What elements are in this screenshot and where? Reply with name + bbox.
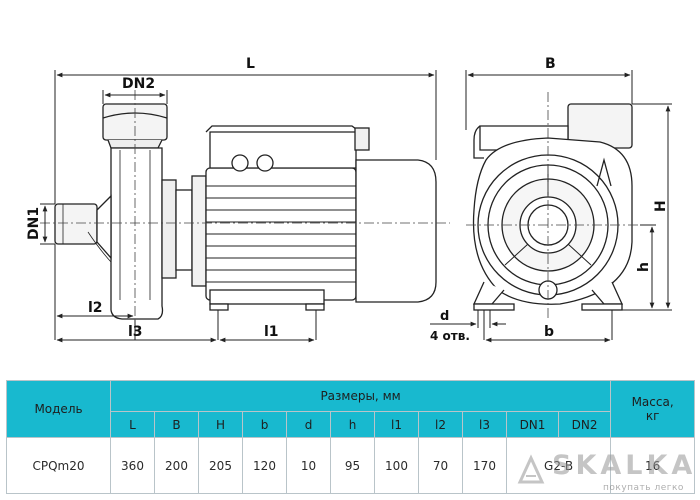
header-mass: Масса, кг [610,380,696,438]
watermark-brand: SKALKA [552,450,697,481]
pump-dimension-drawing: L DN2 DN1 l2 l3 l1 B H h d 4 отв. b [26,56,672,343]
cell-h: 95 [330,437,375,494]
cell-dn: G2-B [505,437,612,494]
subheader-l2: l2 [418,411,463,438]
cell-l1: 100 [374,437,419,494]
dim-B-label: B [545,56,556,72]
dim-L-label: L [246,56,255,72]
header-model: Модель [6,380,111,438]
cell-l2: 70 [418,437,463,494]
table-row: CPQm20 360 200 205 120 10 95 100 70 170 … [6,437,696,494]
specifications-table: Модель Размеры, мм Масса, кг L B H b d h… [6,380,696,494]
cell-l3: 170 [462,437,507,494]
dim-H-label: H [653,200,669,212]
cell-mass: 16 [610,437,696,494]
subheader-DN2: DN2 [557,411,612,438]
dim-l1-label: l1 [264,324,279,340]
cell-L: 360 [110,437,155,494]
cell-b: 120 [242,437,287,494]
cell-d: 10 [286,437,331,494]
skalka-logo-icon [517,454,545,484]
subheader-b: b [242,411,287,438]
cell-H: 205 [198,437,243,494]
centerlines-front [466,92,652,318]
dim-l3-label: l3 [128,324,143,340]
front-view [472,103,633,311]
subheader-L: L [110,411,155,438]
header-mass-line1: Масса, [631,395,674,409]
cell-B: 200 [154,437,199,494]
dims-side [40,70,437,343]
dim-b-label: b [544,324,554,340]
dim-d-label: d [440,309,449,324]
subheader-h: h [330,411,375,438]
subheader-H: H [198,411,243,438]
watermark: SKALKA покупать легко [508,448,698,496]
side-view [54,103,437,320]
subheader-d: d [286,411,331,438]
subheader-l3: l3 [462,411,507,438]
dim-h-label: h [636,262,652,272]
dims-front [430,70,672,343]
header-sizes: Размеры, мм [109,380,612,412]
cell-model: CPQm20 [6,437,111,494]
centerlines-side [40,90,450,320]
dim-l2-label: l2 [88,300,103,316]
subheader-l1: l1 [374,411,419,438]
watermark-tagline: покупать легко [603,483,684,493]
subheader-B: B [154,411,199,438]
header-mass-line2: кг [645,409,660,423]
dim-DN2-label: DN2 [122,76,155,92]
dim-DN1-label: DN1 [26,207,42,240]
dim-holes-label: 4 отв. [430,329,470,343]
subheader-DN1: DN1 [506,411,559,438]
